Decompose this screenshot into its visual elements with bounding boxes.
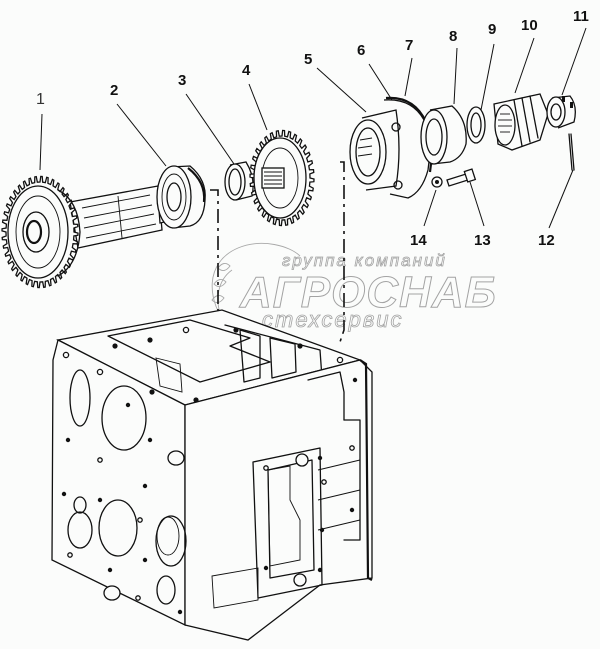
callout-11: 11 [573,8,589,25]
part-8-roller-bearing [420,105,467,165]
watermark-line1: группа компаний [282,251,447,270]
bolt-hole [317,455,323,461]
part-14-washer [431,176,443,188]
bolt-hole [147,437,153,443]
bolt-hole [112,343,118,349]
callout-9: 9 [488,21,496,38]
part-1-gear-shaft [1,175,175,289]
bolt-hole [349,507,355,513]
bolt-hole [97,497,103,503]
bolt-hole [65,437,71,443]
bolt-hole [233,327,239,333]
bolt-hole [317,567,323,573]
callout-6: 6 [357,42,365,59]
callout-14: 14 [410,232,427,249]
bolt-hole [67,552,73,558]
bolt-hole [137,517,143,523]
watermark-line3: стехсервис [262,307,404,332]
gearbox-housing [51,309,373,641]
bolt-hole [96,368,104,376]
bolt-hole [193,397,199,403]
bolt-hole [319,527,325,533]
callout-10: 10 [521,17,538,34]
leader-lines [39,27,587,229]
bolt-hole [177,609,183,615]
part-13-bolt [446,168,477,187]
part-11-castle-nut [546,95,576,129]
bolt-hole [297,343,303,349]
part-2-ball-bearing [156,165,206,229]
part-12-cotter-pin [568,133,575,171]
bolt-hole [147,337,153,343]
part-10-bevel-gear [493,93,549,151]
bolt-hole [263,465,269,471]
watermark-line2: АГРОСНАБ [239,268,497,317]
callout-3: 3 [178,72,186,89]
bolt-hole [352,377,358,383]
bolt-hole [263,565,269,571]
callout-2: 2 [110,82,118,99]
bolt-hole [135,595,141,601]
bolt-hole [321,479,327,485]
bolt-hole [142,483,148,489]
bolt-hole [61,491,67,497]
part-5-6-7-bearing-cup-flange [349,96,433,199]
bolt-hole [97,457,103,463]
part-9-washer [466,106,486,144]
bolt-hole [149,389,155,395]
callout-4: 4 [242,62,251,79]
callout-1: 1 [36,91,45,108]
bolt-hole [182,326,190,334]
watermark: группа компаний АГРОСНАБ стехсервис [211,242,497,332]
bolt-hole [125,402,131,408]
bolt-hole [349,445,355,451]
assembly-axis-lines [210,161,345,362]
part-4-spur-gear [249,129,315,227]
callout-12: 12 [538,232,555,249]
bolt-hole [142,557,148,563]
bolt-hole [336,356,344,364]
callout-labels: 1 2 3 4 5 6 7 8 9 10 11 12 13 14 [36,8,589,249]
bolt-hole [62,351,70,359]
callout-7: 7 [405,37,413,54]
callout-13: 13 [474,232,491,249]
callout-8: 8 [449,28,457,45]
callout-5: 5 [304,51,312,68]
part-3-spacer-ring [224,161,254,201]
bolt-hole [107,567,113,573]
housing-bolt-holes [61,326,358,615]
